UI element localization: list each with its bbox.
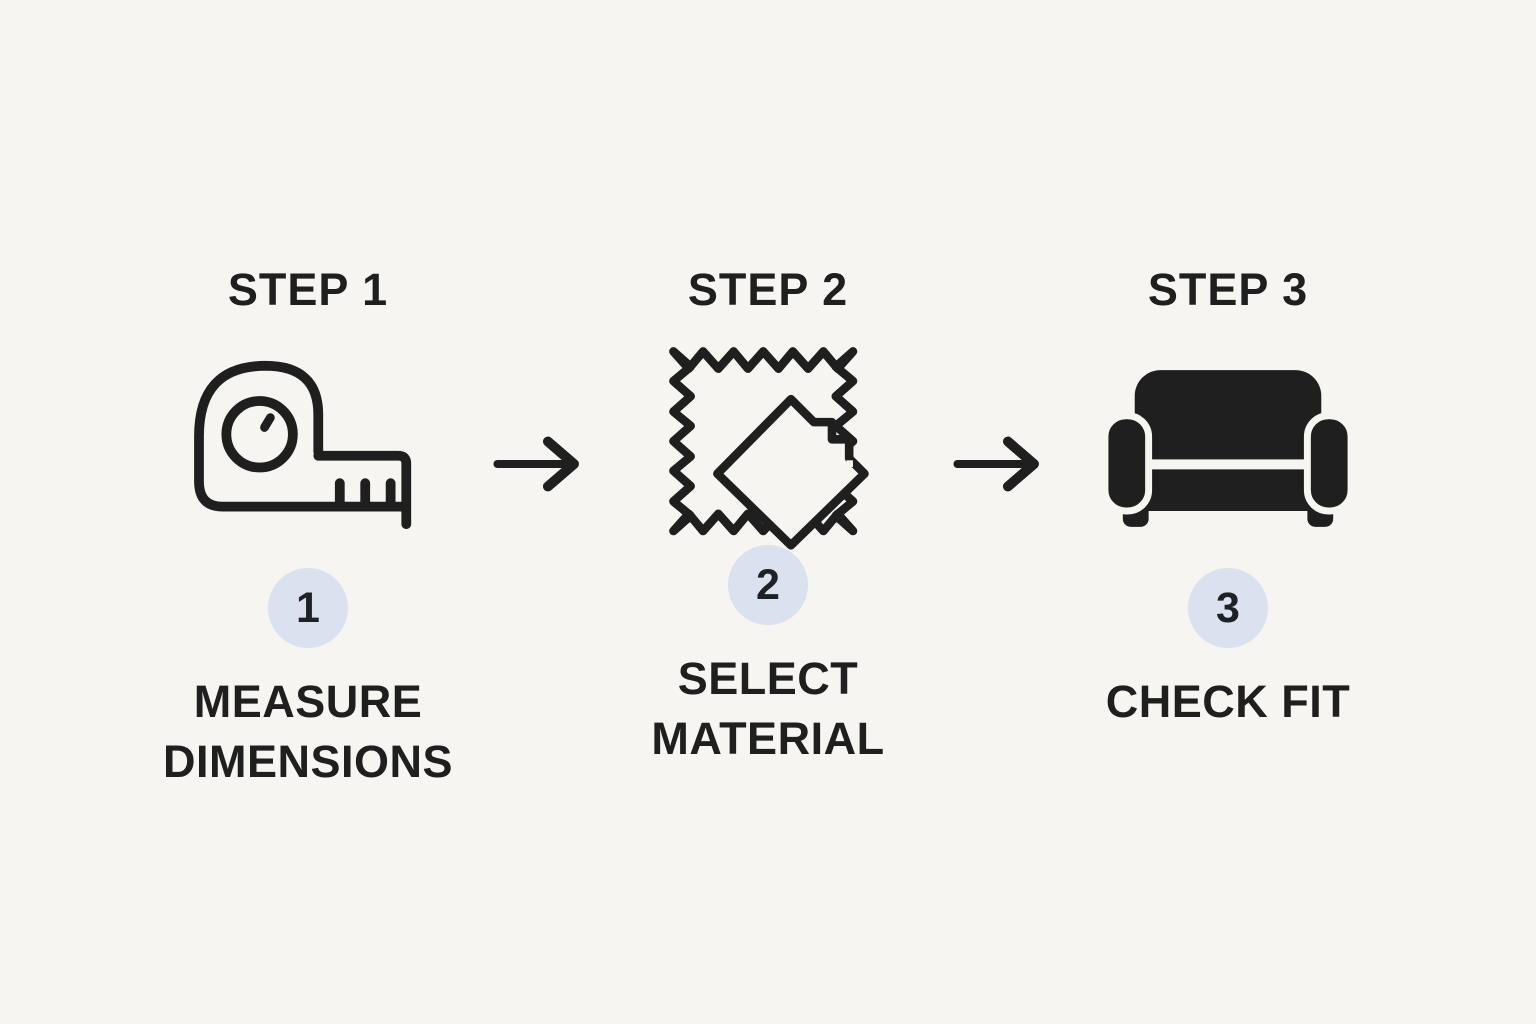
step-3-heading: STEP 3 xyxy=(1147,264,1309,315)
step-3-number: 3 xyxy=(1216,583,1240,632)
step-2-icon-box xyxy=(583,338,953,553)
step-3-column: STEP 3 3 CHECK FIT xyxy=(1043,262,1413,732)
step-1-label: MEASURE DIMENSIONS xyxy=(163,672,453,792)
step-1-column: STEP 1 1 MEASURE DIMENSIONS xyxy=(123,262,493,792)
step-1-heading: STEP 1 xyxy=(227,264,389,315)
sofa-icon xyxy=(1101,369,1355,527)
arrow-right-icon xyxy=(953,436,1039,492)
step-1-label-line2: DIMENSIONS xyxy=(162,736,454,787)
step-2-label: SELECT MATERIAL xyxy=(651,649,884,769)
arrow-right-icon xyxy=(493,436,579,492)
step-1-number: 1 xyxy=(296,583,320,632)
step-1-icon-box xyxy=(123,338,493,553)
step-2-label-line2: MATERIAL xyxy=(651,713,885,764)
step-3-icon-box xyxy=(1043,338,1413,553)
tape-measure-icon xyxy=(193,360,411,529)
step-2-column: STEP 2 2 SELECT MATERIAL xyxy=(583,262,953,769)
arrow-cell-2 xyxy=(953,429,1043,499)
fabric-swatch-icon xyxy=(669,346,869,550)
step-2-number-badge: 2 xyxy=(728,545,808,625)
step-2-label-line1: SELECT xyxy=(677,653,859,704)
arrow-cell-1 xyxy=(493,429,583,499)
step-3-number-badge: 3 xyxy=(1188,568,1268,648)
step-2-heading: STEP 2 xyxy=(687,264,849,315)
step-1-number-badge: 1 xyxy=(268,568,348,648)
step-3-label: CHECK FIT xyxy=(1106,672,1351,732)
step-1-label-line1: MEASURE xyxy=(193,676,423,727)
step-2-number: 2 xyxy=(756,560,780,609)
step-3-label-line1: CHECK FIT xyxy=(1105,676,1351,727)
